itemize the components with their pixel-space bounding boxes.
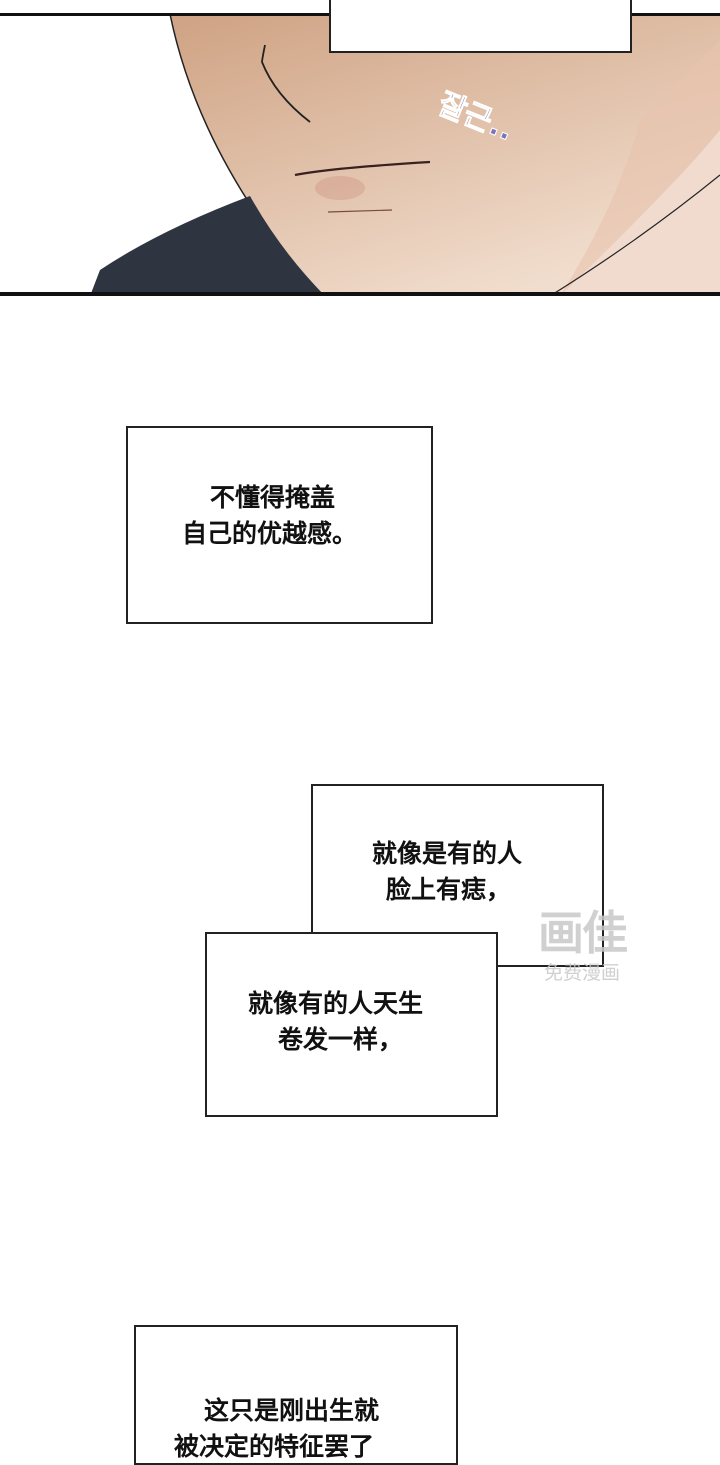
comic-panel-face: 잘근.. (0, 0, 720, 297)
caption-2-line-3: 就像有的人天生 (248, 989, 424, 1018)
caption-2-line-2: 脸上有痣， (386, 875, 512, 904)
caption-box-1 (126, 426, 433, 624)
caption-box-top (329, 0, 632, 53)
caption-box-join (313, 934, 496, 966)
caption-3-line-2: 被决定的特征罢了 (174, 1432, 375, 1461)
caption-2-line-4: 卷发一样， (278, 1025, 404, 1054)
watermark-logo: 画佳 (538, 906, 628, 960)
watermark-subtitle: 免费漫画 (543, 962, 620, 984)
caption-2-line-1: 就像是有的人 (372, 839, 523, 868)
caption-3-line-1: 这只是刚出生就 (204, 1396, 380, 1425)
watermark: 画佳 免费漫画 (538, 905, 628, 985)
caption-1-line-1: 不懂得掩盖 (210, 483, 336, 512)
caption-1-line-2: 自己的优越感。 (182, 519, 358, 548)
